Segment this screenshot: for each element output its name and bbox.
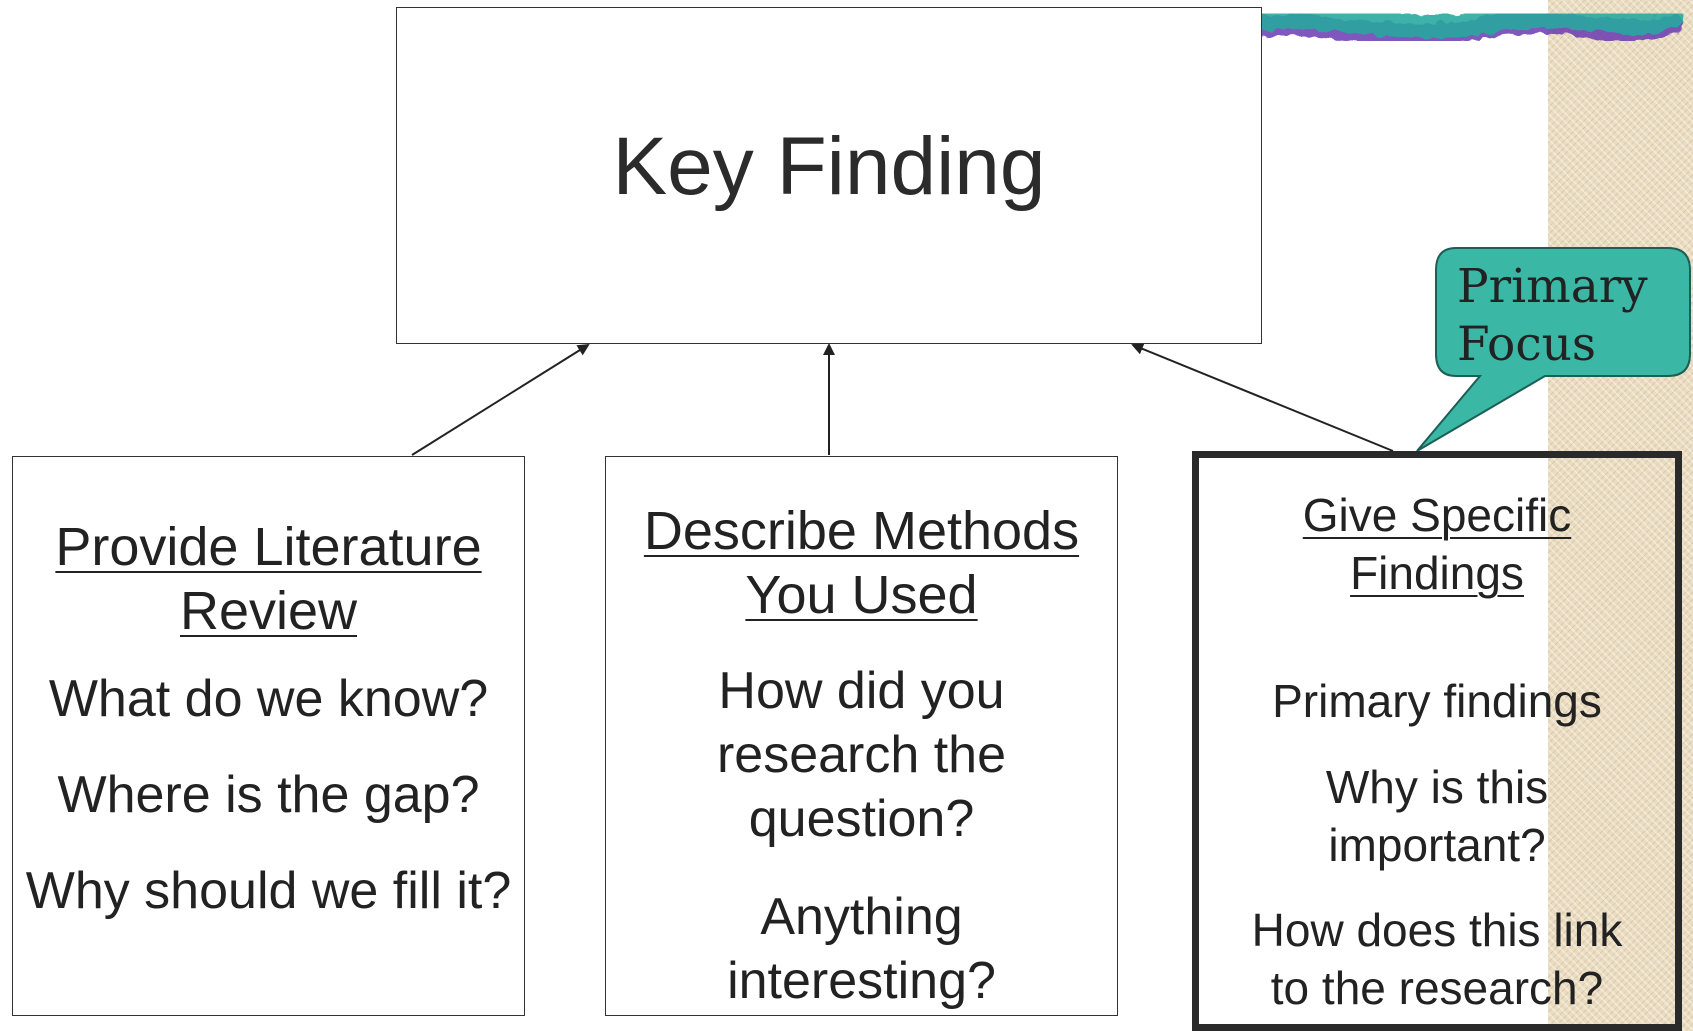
key-finding-title: Key Finding (612, 121, 1046, 212)
literature-review-box: Provide Literature Review What do we kno… (12, 456, 525, 1016)
box-line: Why should we fill it? (25, 862, 512, 920)
box-line: What do we know? (48, 670, 489, 728)
literature-review-heading: Provide Literature Review (55, 517, 482, 641)
callout-label: Primary Focus (1457, 259, 1648, 372)
methods-heading: Describe Methods You Used (643, 501, 1080, 625)
box-line: How did you research the question? (716, 662, 1007, 848)
findings-heading: Give Specific Findings (1302, 489, 1572, 599)
box-line: Where is the gap? (57, 766, 480, 824)
arrow-findings-to-key (1131, 343, 1394, 452)
arrow-literature-to-key (411, 343, 590, 456)
box-line: Why is this important? (1325, 761, 1549, 871)
box-line: Primary findings (1272, 675, 1602, 727)
methods-box: Describe Methods You Used How did you re… (605, 456, 1118, 1016)
key-finding-box: Key Finding (396, 7, 1262, 344)
box-line: How does this link to the research? (1251, 904, 1623, 1014)
box-line: Anything interesting? (727, 888, 996, 1010)
callout-bubble (1416, 247, 1691, 452)
textured-side-strip (1548, 0, 1693, 1031)
findings-box: Give Specific Findings Primary findings … (1192, 451, 1682, 1031)
